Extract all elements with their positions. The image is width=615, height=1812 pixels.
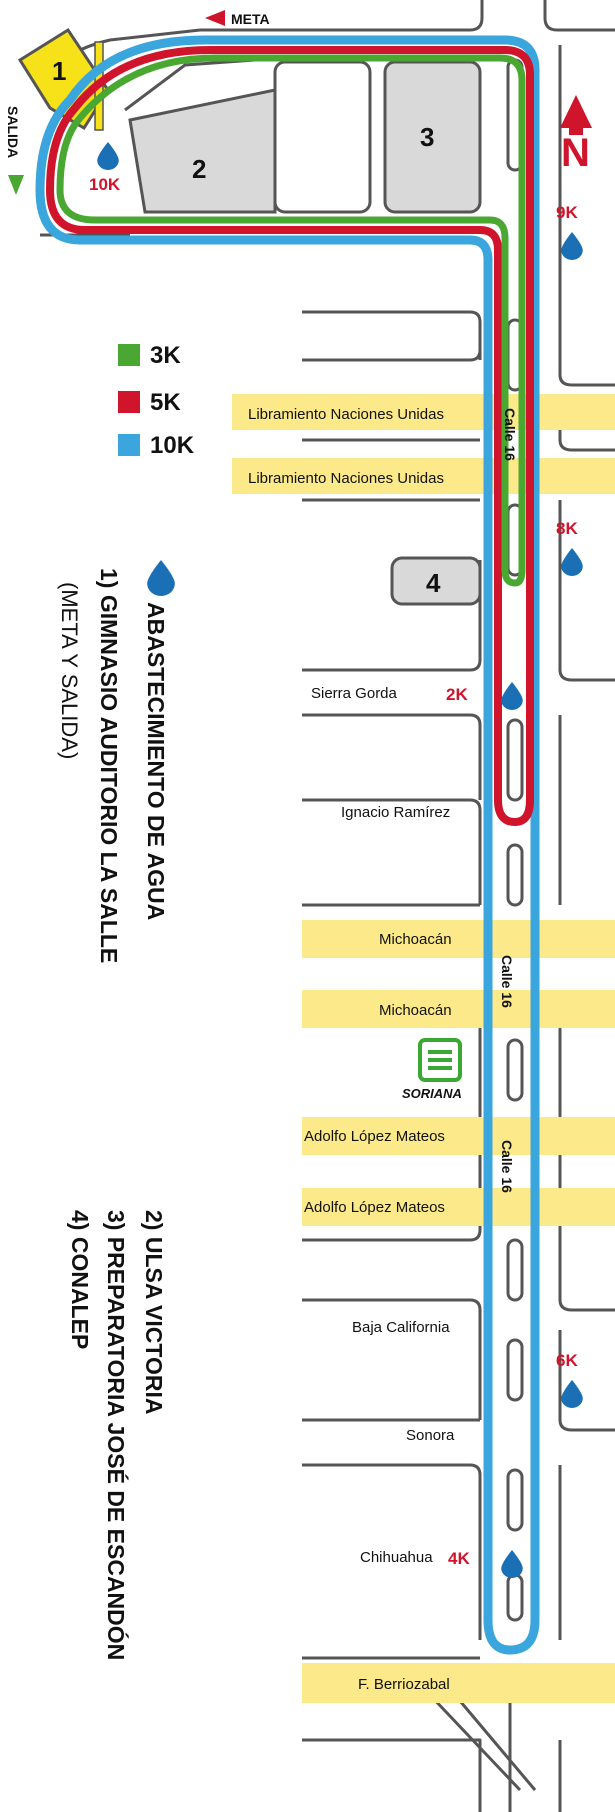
- street-chihuahua: Chihuahua: [360, 1549, 433, 1566]
- water-drop-icon: [501, 682, 523, 710]
- street-adolfo-2: Adolfo López Mateos: [304, 1199, 445, 1216]
- legend-label-10k: 10K: [150, 432, 195, 459]
- street-berriozabal: F. Berriozabal: [358, 1676, 450, 1693]
- place-3-label: 3) PREPARATORIA JOSÉ DE ESCANDÓN: [103, 1210, 130, 1660]
- water-drop-icon: [147, 560, 175, 596]
- place-1-label: 1) GIMNASIO AUDITORIO LA SALLE: [96, 568, 122, 963]
- meta-label: META: [231, 11, 270, 27]
- building-blank-2: [124, 58, 256, 112]
- soriana-logo-text: SORIANA: [402, 1086, 462, 1101]
- legend-swatch-5k: [118, 391, 140, 413]
- km-markers: 10K 9K 8K 2K 6K 4K: [89, 175, 578, 1568]
- km-4k: 4K: [448, 1549, 470, 1568]
- legend: 3K 5K 10K: [118, 342, 195, 459]
- street-michoacan-1: Michoacán: [379, 931, 452, 948]
- building-blank-1: [273, 60, 372, 214]
- street-ignacio-ramirez: Ignacio Ramírez: [341, 804, 450, 821]
- north-label: N: [561, 131, 590, 175]
- route-5k: [46, 46, 534, 826]
- street-sonora: Sonora: [406, 1427, 455, 1444]
- km-10k: 10K: [89, 175, 121, 194]
- street-michoacan-2: Michoacán: [379, 1002, 452, 1019]
- water-drop-icon: [561, 232, 583, 260]
- buildings: [124, 58, 482, 606]
- place-4-label: 4) CONALEP: [67, 1210, 93, 1349]
- legend-label-5k: 5K: [150, 389, 181, 416]
- water-supply-label: ABASTECIMIENTO DE AGUA: [143, 602, 169, 920]
- meta-arrow-icon: [205, 10, 225, 26]
- place-1-note: (META Y SALIDA): [57, 582, 82, 759]
- place-2-label: 2) ULSA VICTORIA: [141, 1210, 167, 1414]
- street-calle16-c: Calle 16: [499, 1140, 515, 1193]
- water-drop-icon: [561, 548, 583, 576]
- legend-swatch-10k: [118, 434, 140, 456]
- street-calle16-b: Calle 16: [499, 955, 515, 1008]
- building-4-label: 4: [426, 568, 441, 598]
- water-drop-icon: [97, 142, 119, 170]
- route-3k: [56, 54, 526, 587]
- street-baja-california: Baja California: [352, 1319, 450, 1336]
- legend-swatch-3k: [118, 344, 140, 366]
- building-4: [390, 556, 482, 606]
- km-8k: 8K: [556, 519, 578, 538]
- building-3-label: 3: [420, 122, 434, 152]
- km-9k: 9K: [556, 203, 578, 222]
- building-2: [128, 88, 277, 214]
- street-labels: Libramiento Naciones Unidas Libramiento …: [248, 406, 518, 1693]
- highlighted-streets: [232, 394, 615, 1703]
- north-arrow-icon: [560, 95, 592, 135]
- building-3: [383, 60, 482, 214]
- street-adolfo-1: Adolfo López Mateos: [304, 1128, 445, 1145]
- water-drop-icon: [501, 1550, 523, 1578]
- street-libramiento-2: Libramiento Naciones Unidas: [248, 470, 444, 487]
- street-libramiento-1: Libramiento Naciones Unidas: [248, 406, 444, 423]
- street-sierra-gorda: Sierra Gorda: [311, 685, 398, 702]
- salida-arrow-icon: [8, 175, 24, 195]
- soriana-logo: SORIANA: [402, 1038, 462, 1101]
- salida-label: SALIDA: [5, 106, 21, 158]
- route-10k: [35, 35, 540, 1655]
- km-6k: 6K: [556, 1351, 578, 1370]
- building-2-label: 2: [192, 154, 206, 184]
- building-1-label: 1: [52, 56, 66, 86]
- water-drop-icon: [561, 1380, 583, 1408]
- street-calle16-a: Calle 16: [502, 408, 518, 461]
- km-2k: 2K: [446, 685, 468, 704]
- legend-label-3k: 3K: [150, 342, 181, 369]
